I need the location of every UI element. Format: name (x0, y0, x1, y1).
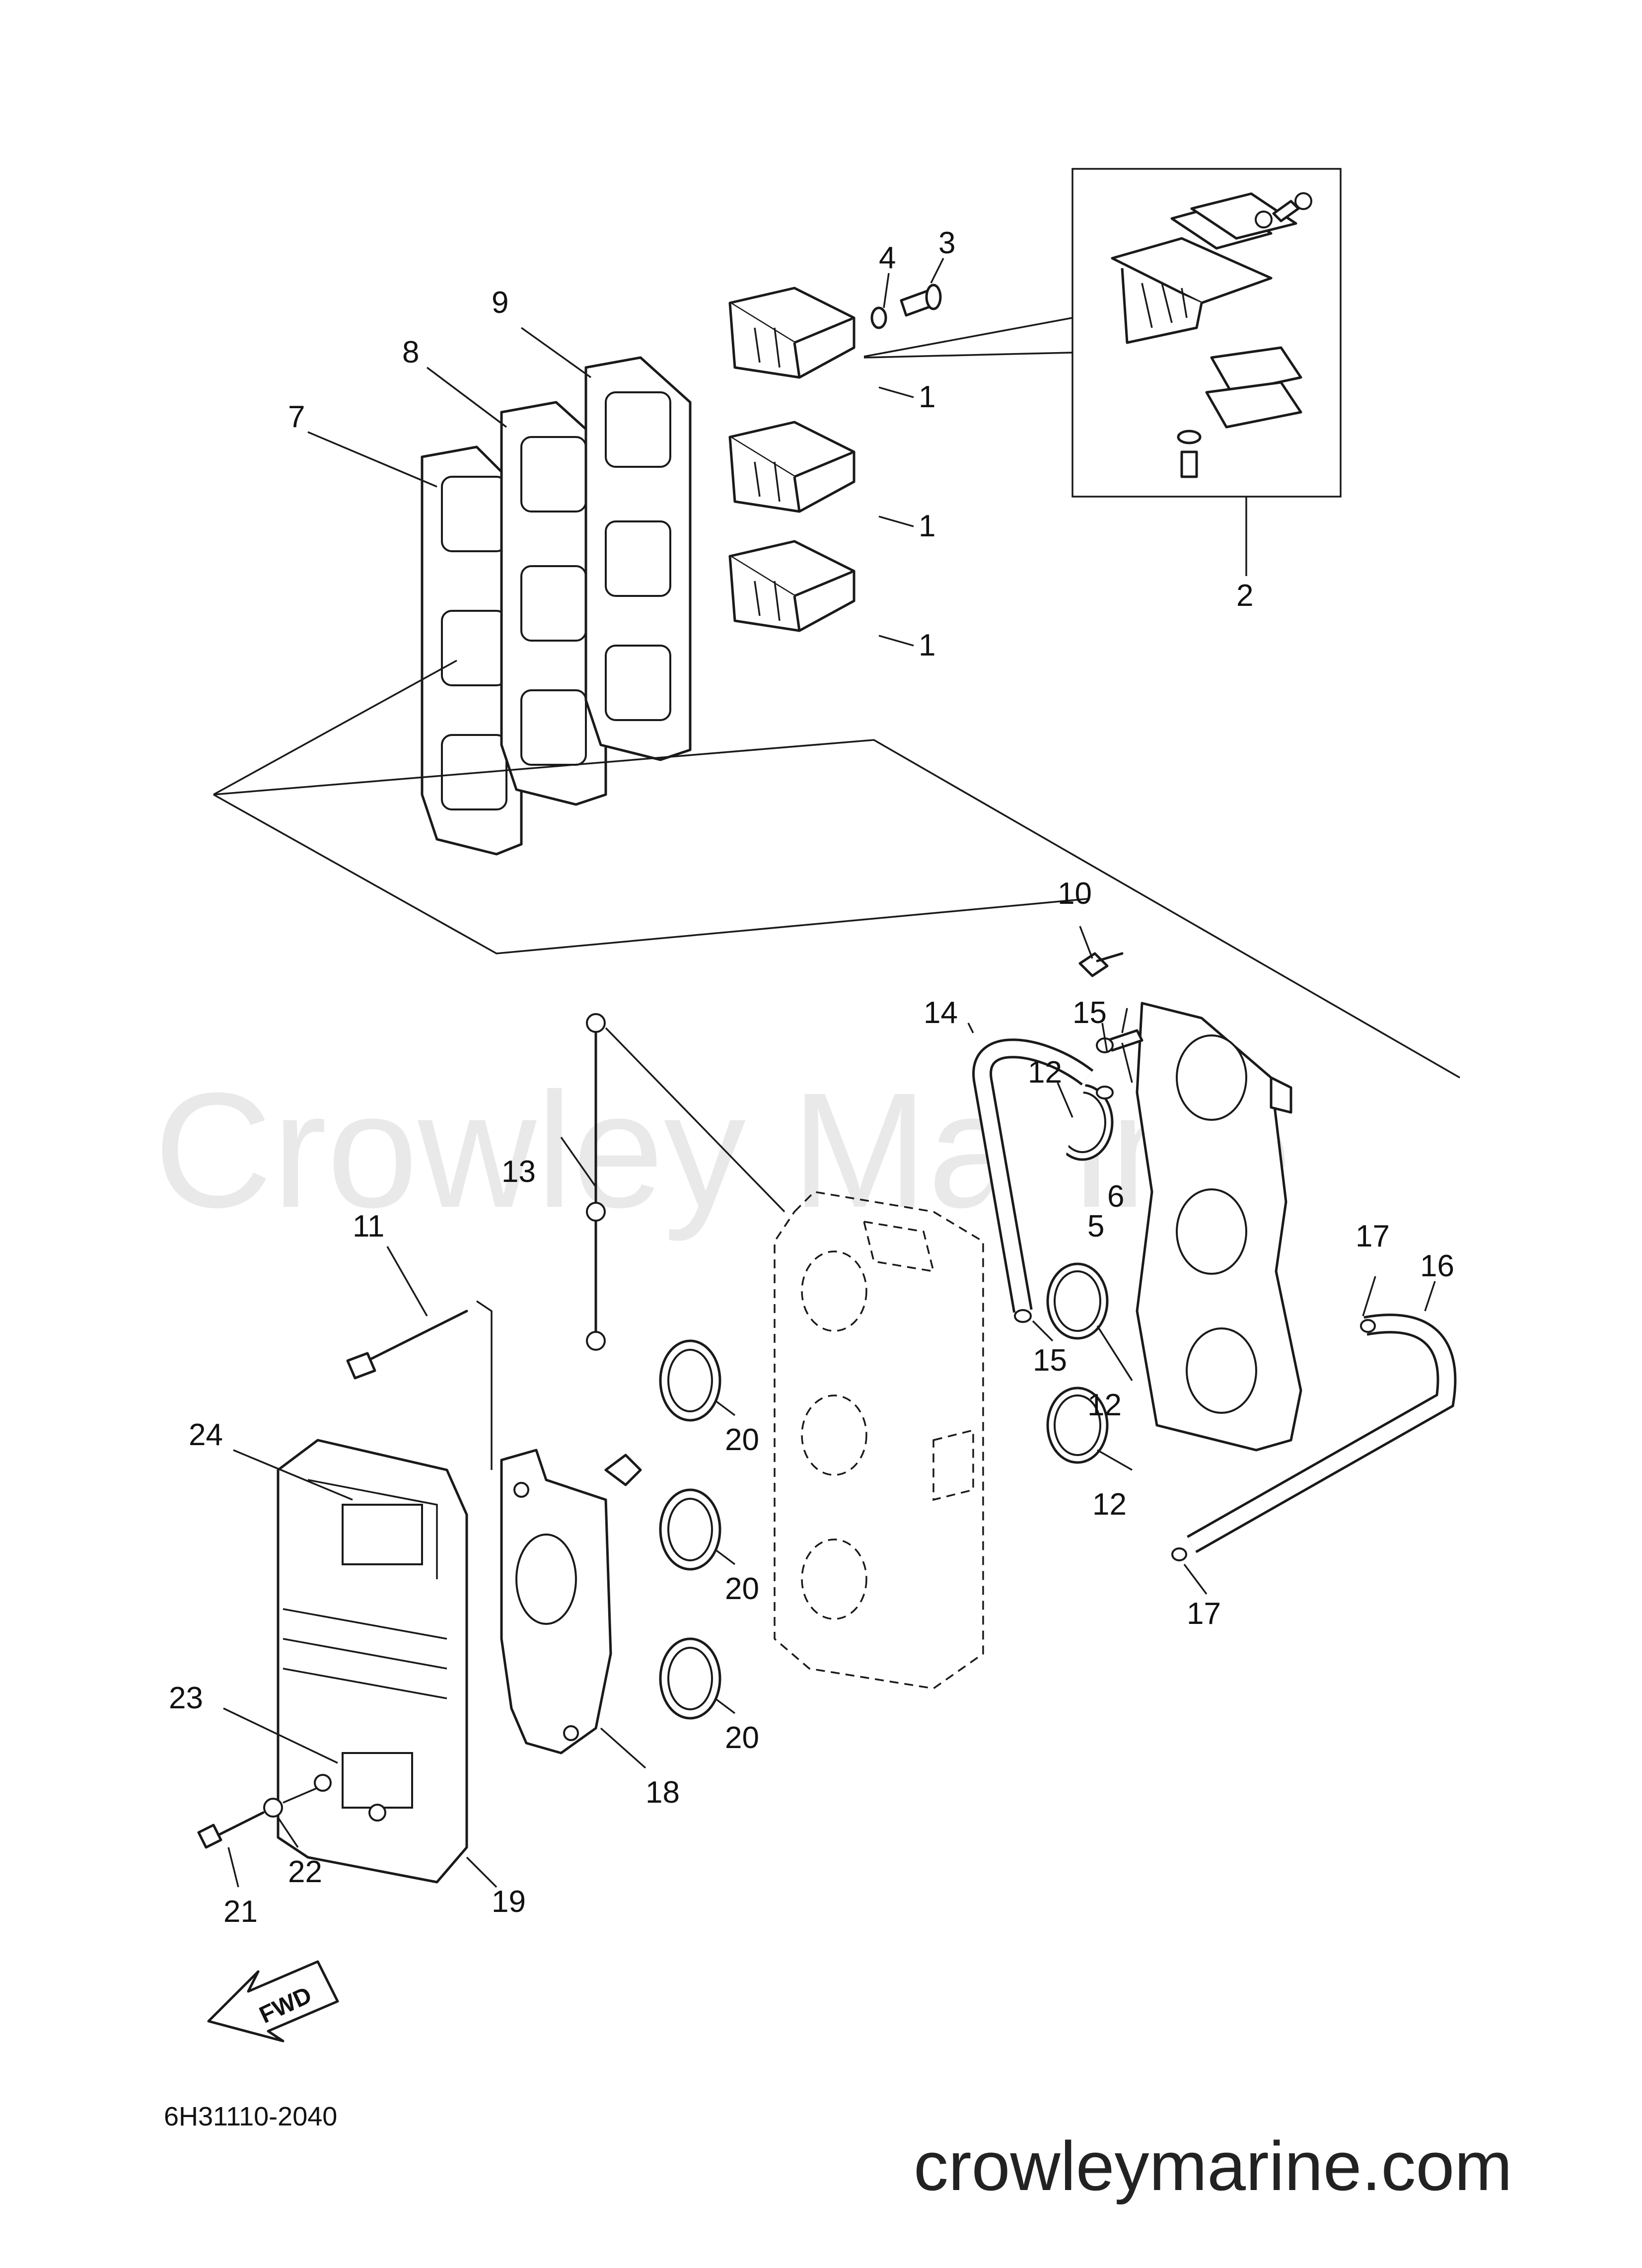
callout-label: 22 (288, 1855, 322, 1889)
clamp-15-b (1014, 1309, 1032, 1323)
bolt-21-leader (283, 1787, 318, 1804)
gasket-20-a (659, 1339, 721, 1422)
callout-label: 1 (919, 628, 935, 662)
drawing-code: 6H31110-2040 (164, 2102, 337, 2131)
o-ring-12-b-inner (1054, 1270, 1101, 1332)
intake-manifold (1136, 1002, 1302, 1452)
reed-valve-assembly-top (728, 287, 856, 379)
link-rod-leader (605, 1027, 785, 1213)
callout-label: 16 (1420, 1249, 1454, 1283)
hose-14 (975, 1041, 1092, 1313)
callout-label: 12 (1087, 1388, 1122, 1422)
gasket-20-b (659, 1488, 721, 1571)
reed-valve-assembly-bottom (728, 540, 856, 632)
callout-label: 8 (402, 335, 419, 369)
callout-label: 12 (1092, 1487, 1127, 1522)
callout-label: 21 (223, 1895, 258, 1929)
reed-valve-assembly-middle (728, 421, 856, 513)
bolt-11-leader (476, 1300, 493, 1470)
gasket-8 (500, 401, 607, 806)
callout-label: 9 (492, 286, 508, 320)
bolt-11 (346, 1310, 468, 1380)
bolt-10 (1078, 952, 1124, 977)
site-url: crowleymarine.com (914, 2127, 1512, 2205)
callout-numbers: 1 1 1 2 3 4 5 6 7 8 9 10 11 12 12 12 13 … (169, 226, 1454, 1929)
callout-label: 3 (938, 226, 955, 260)
washer-22 (263, 1798, 283, 1818)
callout-label: 2 (1236, 579, 1253, 613)
washer-part (870, 306, 887, 329)
clamp-17-b (1171, 1547, 1187, 1561)
bolt-21 (197, 1811, 265, 1849)
callout-label: 1 (919, 509, 935, 543)
callout-label: 12 (1028, 1055, 1062, 1090)
reed-valve-detail-inset (863, 168, 1342, 498)
callout-leaders (223, 258, 1436, 1888)
callout-label: 18 (645, 1775, 680, 1810)
callout-label: 15 (1072, 996, 1107, 1030)
gasket-leader (213, 659, 457, 796)
callout-label: 5 (1087, 1209, 1104, 1244)
callout-label: 10 (1058, 877, 1092, 911)
link-rod-13 (586, 1013, 606, 1351)
callout-label: 20 (725, 1423, 759, 1457)
callout-label: 4 (879, 241, 896, 275)
hose-16 (1188, 1316, 1454, 1551)
callout-label: 19 (492, 1885, 526, 1919)
callout-label: 24 (189, 1418, 223, 1452)
callout-label: 11 (353, 1209, 384, 1244)
carburetor-assembly (774, 1191, 984, 1689)
clamp-15-a (1096, 1086, 1114, 1099)
callout-label: 14 (924, 996, 958, 1030)
callout-label: 6 (1107, 1179, 1124, 1214)
callout-label: 17 (1187, 1597, 1221, 1631)
assembly-line-upper (213, 739, 1460, 1079)
callout-label: 13 (501, 1155, 536, 1189)
callout-label: 1 (919, 380, 935, 414)
gasket-9 (584, 356, 692, 761)
gasket-20-c (659, 1637, 721, 1720)
o-ring-12-c-inner (1054, 1394, 1101, 1456)
fwd-arrow-icon: FWD (207, 1960, 339, 2043)
watermark-text: Crowley Marine (154, 1058, 1292, 1243)
clamp-17-a (1360, 1319, 1376, 1333)
screw-part (900, 284, 942, 317)
callout-label: 15 (1033, 1343, 1067, 1378)
callout-label: 17 (1356, 1219, 1390, 1253)
callout-label: 23 (169, 1681, 203, 1715)
assembly-line-lower (213, 794, 1088, 954)
silencer-cover-19 (277, 1439, 468, 1884)
callout-label: 7 (288, 400, 305, 434)
callout-label: 20 (725, 1572, 759, 1606)
bracket-18 (500, 1449, 642, 1755)
callout-label: 20 (725, 1721, 759, 1755)
